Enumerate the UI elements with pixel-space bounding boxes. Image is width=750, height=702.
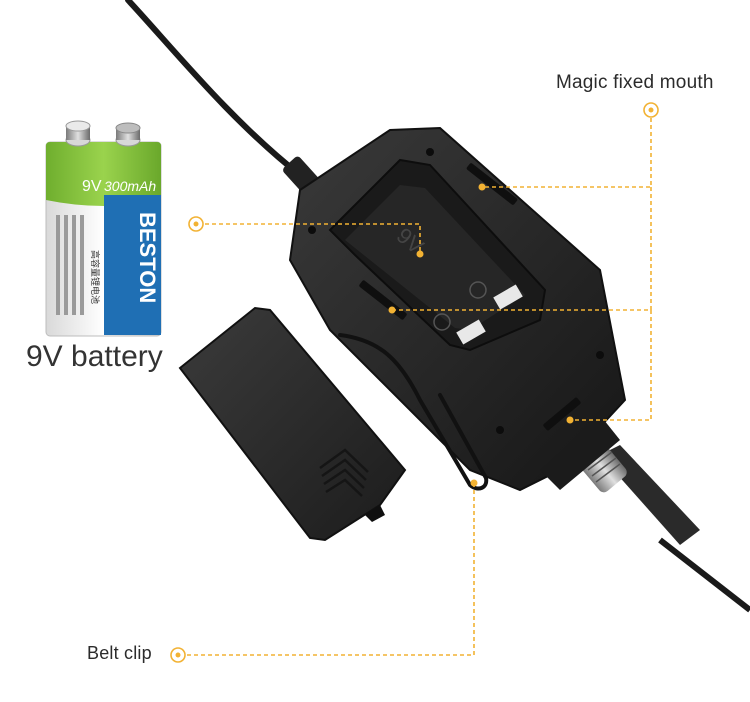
- battery-capacity-text: 300mAh: [104, 178, 156, 194]
- belt-clip-wire: [338, 333, 489, 491]
- cable-top: [125, 0, 321, 191]
- battery-chinese-text: 高容量锂电池: [89, 250, 101, 304]
- callout-leaders: [185, 118, 652, 656]
- battery-cover: [178, 306, 407, 542]
- terminal-positive: [493, 284, 523, 310]
- ring-dot-icon: [170, 102, 659, 663]
- magic-fixed-mouth-label: Magic fixed mouth: [556, 72, 714, 93]
- chevron-up-ridges-icon: [319, 448, 369, 497]
- cable-bottom: [658, 537, 750, 613]
- battery-terminal-snap: [65, 120, 141, 147]
- battery-9v: 9V 300mAh BESTON 高容量锂电池: [45, 120, 162, 337]
- battery-brand-text: BESTON: [135, 212, 160, 303]
- receiver-body: 9V: [288, 126, 627, 492]
- nine-volt-battery-label: 9V battery: [26, 340, 163, 373]
- battery-voltage-text: 9V: [82, 178, 102, 195]
- belt-clip-label: Belt clip: [87, 643, 152, 663]
- terminal-negative: [456, 319, 486, 345]
